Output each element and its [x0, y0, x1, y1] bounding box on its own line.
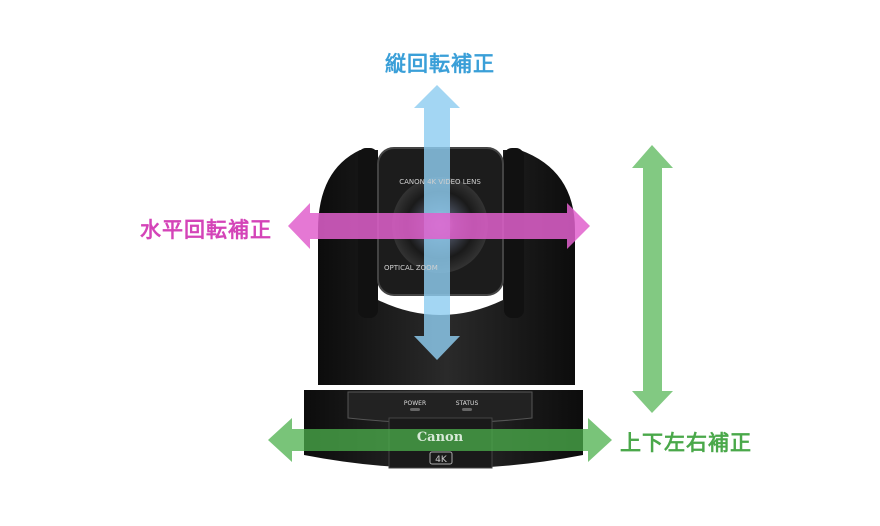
pan-arrow [288, 203, 590, 249]
tilt-correction-label: 縦回転補正 [385, 52, 495, 76]
4k-badge: 4K [435, 455, 448, 465]
lens-text-top: CANON 4K VIDEO LENS [399, 178, 481, 186]
pan-correction-label: 水平回転補正 [140, 218, 272, 242]
status-led [462, 408, 472, 411]
shift-horizontal-arrow [268, 418, 612, 462]
status-label: STATUS [456, 400, 479, 407]
shift-correction-label: 上下左右補正 [620, 431, 752, 455]
shift-vertical-arrow [632, 145, 673, 413]
power-label: POWER [404, 400, 426, 407]
lens-text-left: OPTICAL ZOOM [384, 264, 438, 272]
canon-logo: Canon [417, 430, 464, 445]
power-led [410, 408, 420, 411]
